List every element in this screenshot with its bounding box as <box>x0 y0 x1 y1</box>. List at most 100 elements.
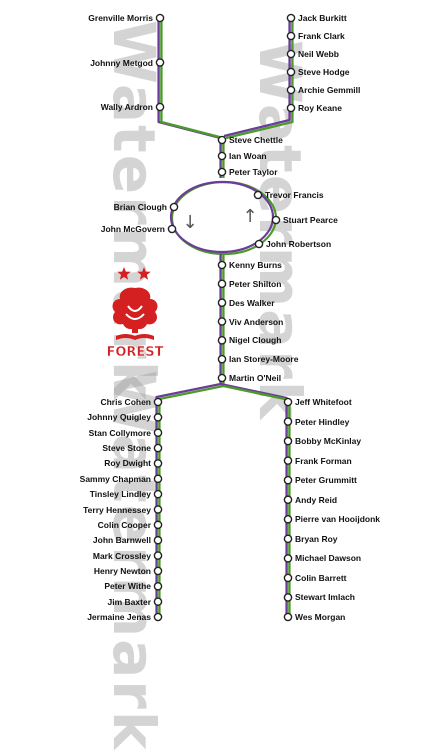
green-line-bottom-right <box>223 384 291 618</box>
station-label: Frank Forman <box>295 455 352 466</box>
station-label: Steve Chettle <box>229 135 283 145</box>
station-label: Peter Shilton <box>229 278 282 289</box>
station-label: Kenny Burns <box>229 260 282 270</box>
station-label: Stewart Imlach <box>295 592 355 603</box>
station-marker <box>153 397 163 407</box>
station-marker <box>271 215 281 225</box>
station-marker <box>153 505 163 514</box>
station-label: Jeff Whitefoot <box>295 397 352 407</box>
station-label: Terry Hennessey <box>83 504 151 515</box>
station-label: John Robertson <box>266 239 332 249</box>
green-line-top-left <box>160 18 225 178</box>
station-label: Grenville Morris <box>88 13 153 23</box>
purple-line-bottom-right <box>220 382 288 618</box>
station-marker <box>283 534 293 544</box>
station-marker <box>155 58 165 67</box>
station-label: Steve Hodge <box>298 67 350 77</box>
station-marker <box>217 354 227 364</box>
station-marker <box>217 135 227 145</box>
station-label: Archie Gemmill <box>298 85 361 95</box>
star-icon <box>137 267 151 280</box>
station-marker <box>217 279 227 289</box>
station-label: Pierre van Hooijdonk <box>295 514 381 525</box>
station-marker <box>283 495 293 505</box>
station-marker <box>153 597 163 606</box>
station-label: Johnny Quigley <box>87 412 151 423</box>
station-label: Chris Cohen <box>100 397 151 407</box>
station-label: Colin Cooper <box>97 519 151 530</box>
station-marker <box>283 456 293 465</box>
station-marker <box>153 612 163 622</box>
station-label: Bryan Roy <box>295 533 338 544</box>
purple-line-top-left <box>157 18 222 178</box>
station-marker <box>155 13 165 23</box>
station-marker <box>254 239 264 249</box>
station-marker <box>283 593 293 602</box>
station-label: Tinsley Lindley <box>89 489 151 500</box>
green-line-top-right <box>225 18 294 140</box>
station-marker <box>155 102 165 112</box>
purple-line-bottom-left <box>155 382 221 618</box>
station-label: Jack Burkitt <box>298 13 347 23</box>
station-label: Neil Webb <box>298 49 339 59</box>
station-label: Sammy Chapman <box>79 473 151 484</box>
station-label: Peter Hindley <box>295 416 350 427</box>
star-icon <box>117 267 131 280</box>
station-marker <box>153 520 163 530</box>
station-label: Wes Morgan <box>295 612 346 622</box>
station-label: Martin O'Neil <box>229 373 282 383</box>
station-label: Peter Taylor <box>229 167 278 177</box>
station-marker <box>153 474 163 484</box>
station-label: Ian Woan <box>229 151 267 161</box>
station-marker <box>217 317 227 326</box>
station-label: Stuart Pearce <box>283 215 338 225</box>
station-marker <box>283 475 293 485</box>
station-label: Peter Grummitt <box>295 475 357 486</box>
station-marker <box>217 373 227 383</box>
station-marker <box>153 566 163 576</box>
station-label: Bobby McKinlay <box>295 436 362 447</box>
station-marker <box>217 298 227 307</box>
station-label: Viv Anderson <box>229 316 284 327</box>
station-label: John Barnwell <box>92 535 151 546</box>
station-marker <box>217 260 227 270</box>
station-marker <box>283 554 293 563</box>
station-marker <box>286 103 296 113</box>
station-marker <box>217 336 227 345</box>
station-label: Henry Newton <box>93 565 151 576</box>
station-marker <box>153 551 163 560</box>
station-marker <box>217 151 227 161</box>
station-label: Trevor Francis <box>265 190 324 200</box>
station-marker <box>283 612 293 622</box>
station-marker <box>167 224 177 234</box>
station-marker <box>253 190 263 200</box>
station-label: Michael Dawson <box>295 553 362 564</box>
station-label: Frank Clark <box>298 31 345 41</box>
station-label: Wally Ardron <box>100 102 153 112</box>
tube-map: Watermark Watermark Watermark ↓↑ FOREST … <box>79 13 381 751</box>
station-label: Nigel Clough <box>229 335 282 346</box>
station-label: Mark Crossley <box>92 550 151 561</box>
station-label: John McGovern <box>100 224 165 234</box>
station-marker <box>286 67 296 77</box>
station-label: Ian Storey-Moore <box>229 354 299 365</box>
station-marker <box>286 13 296 23</box>
station-label: Jermaine Jenas <box>87 612 151 622</box>
station-marker <box>153 459 163 468</box>
green-line-bottom-left <box>158 384 224 618</box>
station-marker <box>169 202 179 212</box>
station-label: Johnny Metgod <box>90 57 153 68</box>
station-label: Stan Collymore <box>88 427 151 438</box>
station-marker <box>153 535 163 545</box>
station-marker <box>153 413 163 422</box>
crest-stars <box>117 267 151 280</box>
station-marker <box>283 514 293 524</box>
station-marker <box>286 49 296 59</box>
station-label: Colin Barrett <box>295 572 347 583</box>
station-marker <box>283 436 293 446</box>
station-marker <box>153 428 163 438</box>
loop-arrow-up-icon: ↑ <box>242 206 257 227</box>
station-label: Steve Stone <box>102 443 151 454</box>
tree-icon <box>112 287 158 330</box>
station-marker <box>217 167 227 177</box>
